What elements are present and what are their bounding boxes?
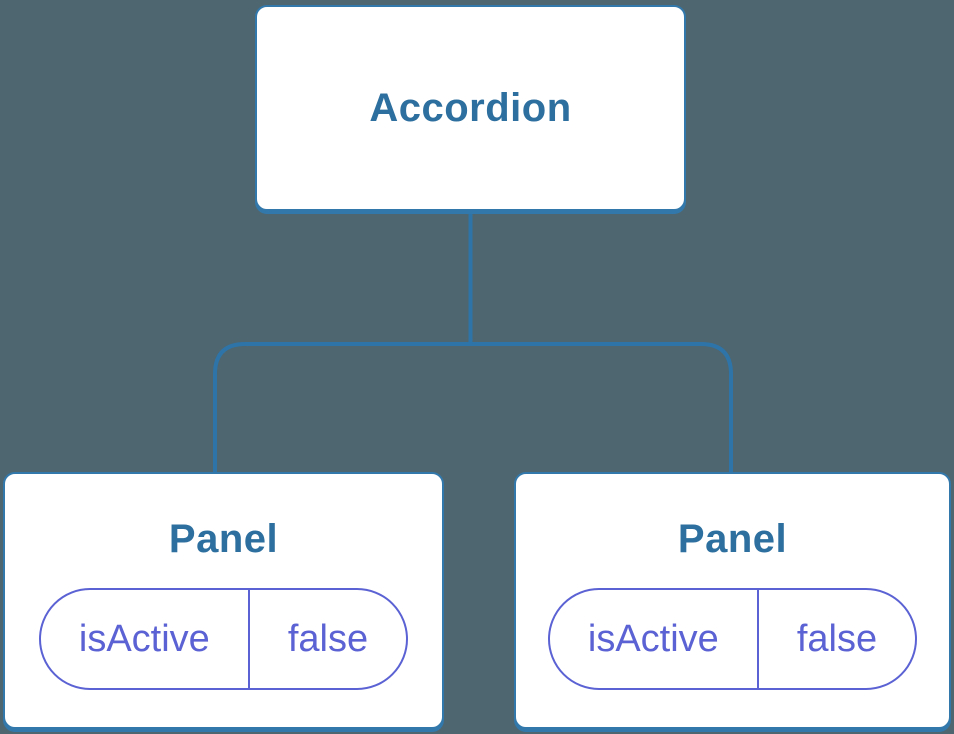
state-key: isActive bbox=[550, 590, 759, 688]
state-pill: isActive false bbox=[547, 588, 918, 690]
state-pill: isActive false bbox=[38, 588, 409, 690]
node-panel-2: Panel isActive false bbox=[514, 472, 951, 729]
node-label: Accordion bbox=[369, 86, 572, 130]
connector-left-branch bbox=[213, 342, 471, 474]
node-label: Panel bbox=[168, 517, 279, 561]
node-accordion: Accordion bbox=[255, 5, 686, 211]
state-key: isActive bbox=[41, 590, 250, 688]
state-value: false bbox=[287, 617, 369, 660]
node-label: Panel bbox=[677, 517, 788, 561]
state-value: false bbox=[796, 617, 878, 660]
node-panel-1: Panel isActive false bbox=[3, 472, 444, 729]
connector-right-branch bbox=[470, 342, 733, 474]
